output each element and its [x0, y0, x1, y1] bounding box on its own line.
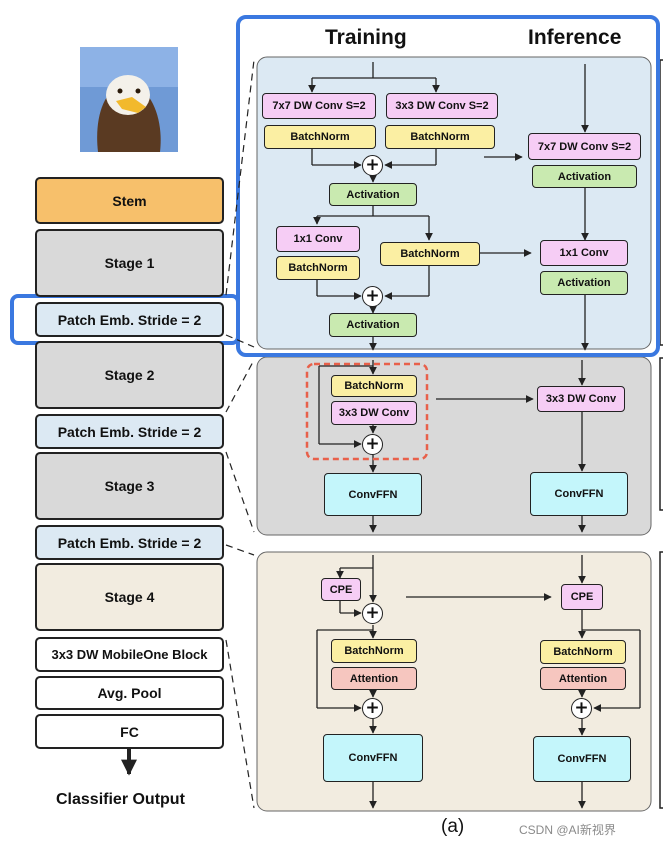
stage-3-block: Stage 3	[35, 452, 224, 520]
add-repmixer-train: +	[362, 434, 383, 455]
mobileone-block: 3x3 DW MobileOne Block	[35, 637, 224, 672]
reparam-dashed-group	[305, 362, 429, 461]
cpe-infer: CPE	[561, 584, 603, 610]
batchnorm-attn-infer: BatchNorm	[540, 640, 626, 664]
cpe-train: CPE	[321, 578, 361, 601]
activation-1-infer: Activation	[532, 165, 637, 188]
heading-inference: Inference	[528, 26, 622, 49]
add-attn-infer: +	[571, 698, 592, 719]
pointwise-conv-train: 1x1 Conv	[276, 226, 360, 252]
convffn-repmixer-infer: ConvFFN	[530, 472, 628, 516]
patch-embedding-block-3: Patch Emb. Stride = 2	[35, 525, 224, 560]
activation-1-train: Activation	[329, 183, 417, 206]
avg-pool-block: Avg. Pool	[35, 676, 224, 710]
patch-embedding-block-2: Patch Emb. Stride = 2	[35, 414, 224, 449]
dw-conv-repmixer-infer: 3x3 DW Conv	[537, 386, 625, 412]
attention-infer: Attention	[540, 667, 626, 690]
attention-train: Attention	[331, 667, 417, 690]
patch-embedding-block-1: Patch Emb. Stride = 2	[35, 302, 224, 337]
figure-caption: (a)	[441, 816, 465, 837]
batchnorm-attn-train: BatchNorm	[331, 639, 417, 663]
add-attn-train: +	[362, 698, 383, 719]
heading-training: Training	[325, 26, 407, 49]
dw-conv-3x3-train: 3x3 DW Conv S=2	[386, 93, 498, 119]
dw-conv-7x7-train: 7x7 DW Conv S=2	[262, 93, 376, 119]
convffn-repmixer-train: ConvFFN	[324, 473, 422, 516]
classifier-output-label: Classifier Output	[56, 791, 185, 808]
batchnorm-repmixer-train: BatchNorm	[331, 375, 417, 397]
fc-block: FC	[35, 714, 224, 749]
watermark: CSDN @AI新视界	[519, 823, 616, 837]
batchnorm-pw-train: BatchNorm	[276, 256, 360, 280]
batchnorm-skip-train: BatchNorm	[380, 242, 480, 266]
add-2-train: +	[362, 286, 383, 307]
add-cpe-train: +	[362, 603, 383, 624]
stem-block: Stem	[35, 177, 224, 224]
batchnorm-right-train: BatchNorm	[385, 125, 495, 149]
convffn-attn-train: ConvFFN	[323, 734, 423, 782]
activation-2-train: Activation	[329, 313, 417, 337]
stage-2-block: Stage 2	[35, 341, 224, 409]
dw-conv-repmixer-train: 3x3 DW Conv	[331, 401, 417, 425]
highlight-frame-panel	[236, 15, 660, 357]
batchnorm-left-train: BatchNorm	[264, 125, 376, 149]
convffn-attn-infer: ConvFFN	[533, 736, 631, 782]
stage-1-block: Stage 1	[35, 229, 224, 297]
pointwise-conv-infer: 1x1 Conv	[540, 240, 628, 266]
activation-2-infer: Activation	[540, 271, 628, 295]
stage-4-block: Stage 4	[35, 563, 224, 631]
dw-conv-7x7-infer: 7x7 DW Conv S=2	[528, 133, 641, 160]
add-1-train: +	[362, 155, 383, 176]
input-image	[80, 47, 178, 152]
